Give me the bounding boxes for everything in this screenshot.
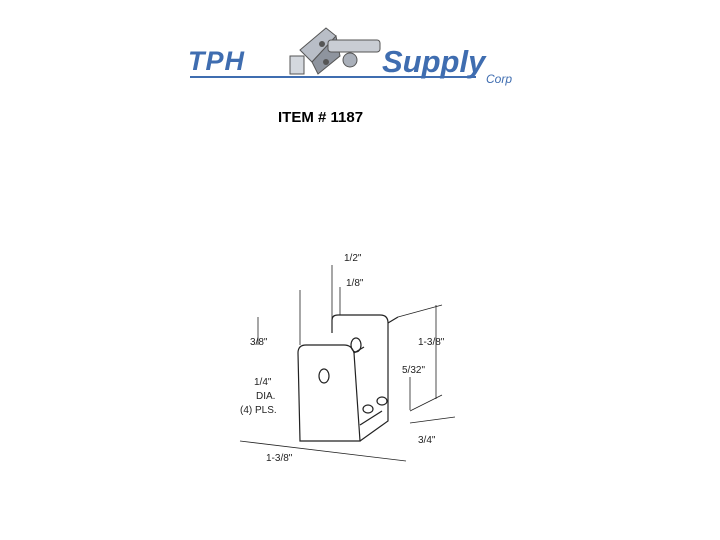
- hole-dia-label: DIA.: [256, 391, 275, 402]
- logo-brand-sub: Corp: [486, 72, 513, 86]
- dim-half: 1/2": [344, 253, 362, 264]
- bolt-latch-icon: [289, 27, 381, 75]
- back-ear-outline: [331, 314, 389, 395]
- back-ear-edge: [387, 316, 399, 324]
- dim-height: 1-3/8": [418, 337, 445, 348]
- company-logo: TPH Supply Corp: [186, 22, 536, 92]
- hole-back: [350, 337, 362, 353]
- dim-five-32: 5/32": [402, 365, 425, 376]
- dim-width: 1-3/8": [266, 453, 293, 464]
- dim-three-eighths: 3/8": [250, 337, 268, 348]
- hole-dia: 1/4": [254, 377, 272, 388]
- dim-eighth: 1/8": [346, 278, 364, 289]
- hole-base-right: [376, 396, 388, 406]
- dim-depth: 3/4": [418, 435, 436, 446]
- item-title: ITEM # 1187: [278, 109, 364, 126]
- base-edge: [359, 395, 389, 442]
- base-inner-edge: [359, 410, 383, 426]
- logo-brand-left: TPH: [188, 46, 245, 76]
- hole-count: (4) PLS.: [240, 405, 277, 416]
- logo-rule: [190, 76, 476, 78]
- hole-front: [318, 368, 330, 384]
- logo-brand-right: Supply: [382, 44, 486, 79]
- front-ear-outline: [297, 344, 361, 442]
- bracket-drawing: 1/2" 1/8" 3/8" 1-3/8" 5/32" 1/4" DIA. (4…: [239, 253, 456, 464]
- hole-base-left: [362, 404, 374, 414]
